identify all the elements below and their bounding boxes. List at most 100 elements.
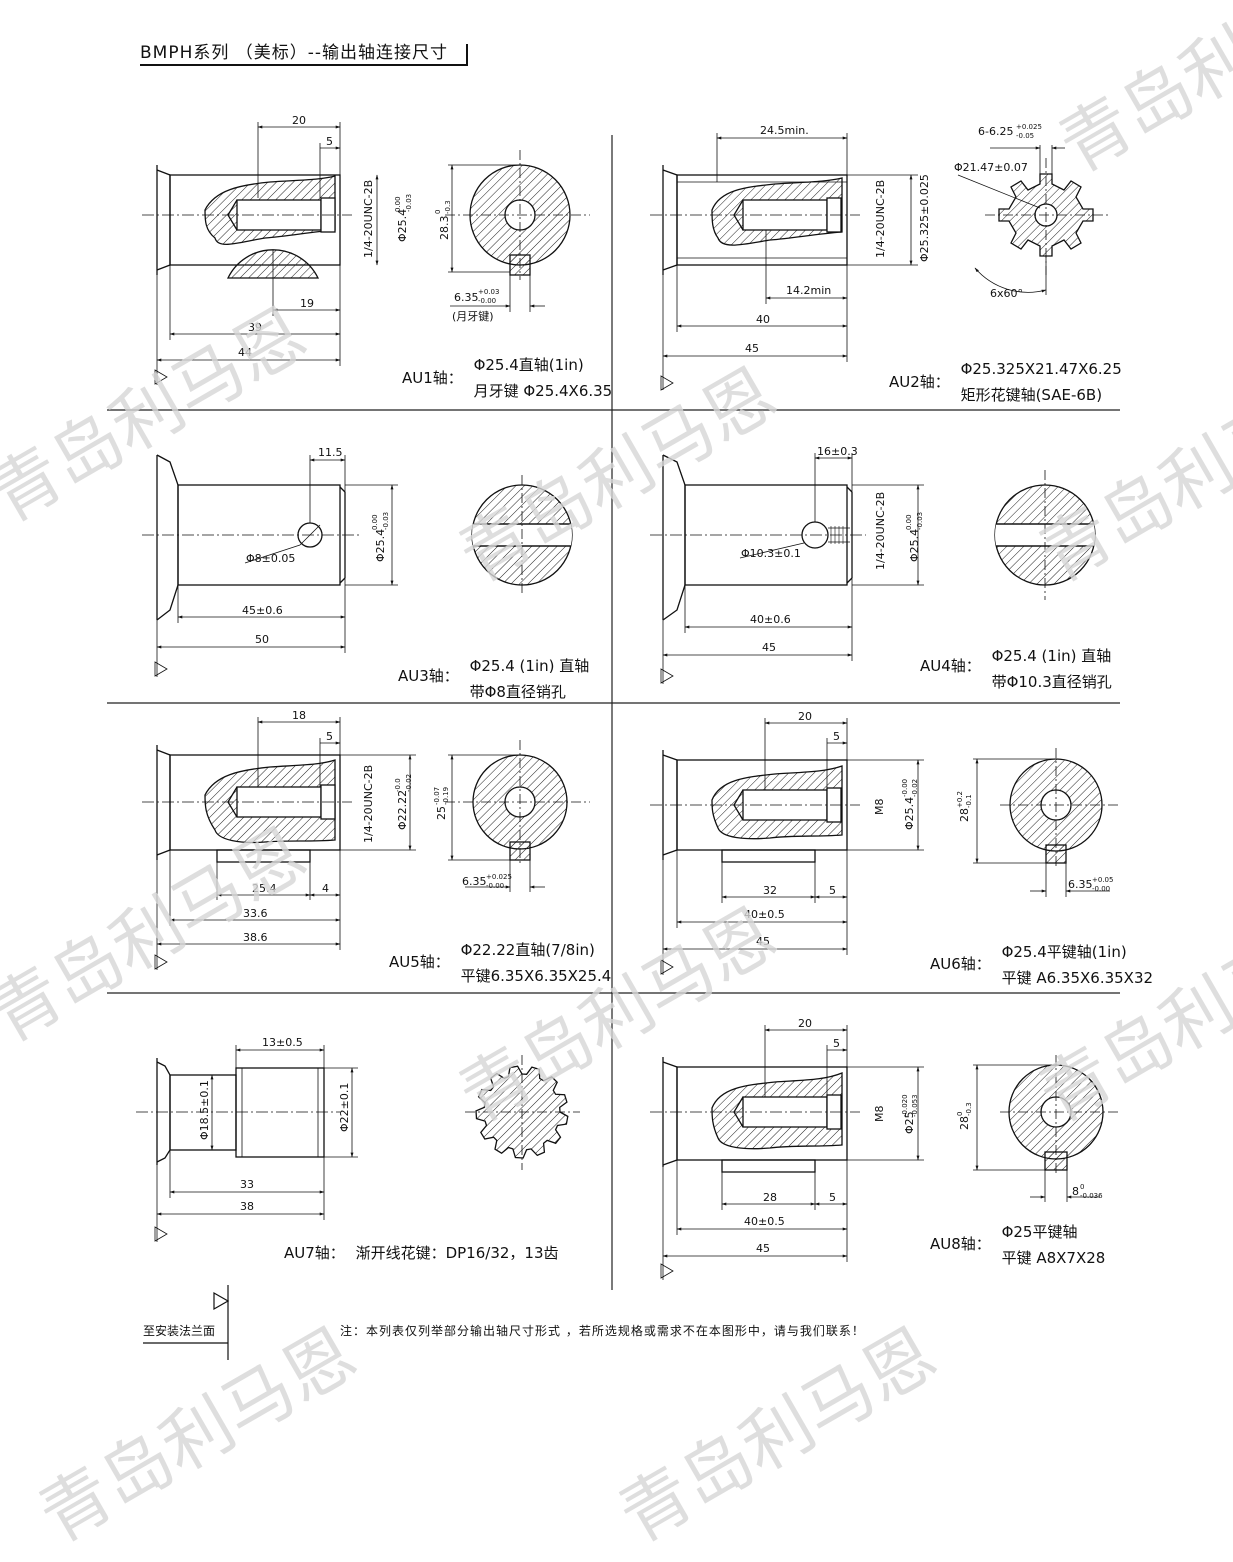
au7-name: AU7轴： bbox=[284, 1244, 345, 1262]
au7-dims bbox=[154, 1045, 358, 1242]
au2-spline-tol-lower: -0.05 bbox=[1016, 132, 1034, 140]
au4-dim-45: 45 bbox=[762, 641, 776, 654]
au6-drawing bbox=[650, 750, 860, 863]
au3-dia-tol-upper: 0.00 bbox=[371, 514, 379, 530]
au1-dim-44: 44 bbox=[238, 346, 252, 359]
au3-name: AU3轴： bbox=[398, 667, 459, 685]
au6-h: 28 bbox=[958, 808, 971, 822]
au7-d185: Φ18.5±0.1 bbox=[198, 1080, 211, 1140]
au7-dim-38: 38 bbox=[240, 1200, 254, 1213]
au8-dims bbox=[660, 1025, 924, 1280]
au1-dia: Φ25.4 bbox=[396, 209, 409, 242]
au2-angle: 6x60° bbox=[990, 287, 1023, 300]
au5-dim-254: 25.4 bbox=[252, 882, 277, 895]
au5-name: AU5轴： bbox=[389, 953, 450, 971]
au7-dim-33: 33 bbox=[240, 1178, 254, 1191]
au7-dim-13: 13±0.5 bbox=[262, 1036, 303, 1049]
au6-section bbox=[973, 748, 1120, 897]
au8-h: 28 bbox=[958, 1116, 971, 1130]
au1-dim-19: 19 bbox=[300, 297, 314, 310]
mount-datum-symbol bbox=[143, 1285, 230, 1360]
au2-drawing bbox=[650, 165, 860, 275]
au1-dim-20: 20 bbox=[292, 114, 306, 127]
au5-h-tol-lower: -0.19 bbox=[442, 787, 450, 805]
au8-key-tol-upper: 0 bbox=[1080, 1183, 1084, 1191]
au3-caption: AU3轴： Φ25.4 (1in) 直轴带Φ8直径销孔 bbox=[398, 653, 589, 705]
au6-dia-tol-lower: -0.02 bbox=[911, 779, 919, 797]
au1-name: AU1轴： bbox=[402, 369, 463, 387]
au8-h-tol-lower: -0.3 bbox=[965, 1102, 973, 1116]
au6-m: M8 bbox=[873, 799, 886, 816]
au6-line2: 平键 A6.35X6.35X32 bbox=[1001, 969, 1154, 987]
au5-key: 6.35 bbox=[462, 875, 487, 888]
au4-dia-tol-upper: 0.00 bbox=[905, 514, 913, 530]
au2-dims bbox=[660, 133, 918, 391]
au4-line2: 带Φ10.3直径销孔 bbox=[991, 673, 1112, 691]
au4-name: AU4轴： bbox=[920, 657, 981, 675]
au8-caption: AU8轴： Φ25平键轴平键 A8X7X28 bbox=[930, 1219, 1105, 1271]
au5-h-tol-upper: -0.07 bbox=[433, 787, 441, 805]
au5-dim-5: 5 bbox=[326, 730, 333, 743]
au6-dim-5: 5 bbox=[833, 730, 840, 743]
au3-dia-tol-lower: -0.03 bbox=[382, 512, 390, 530]
au5-key-tol-lower: -0.00 bbox=[486, 882, 504, 890]
au1-dim-39: 39 bbox=[248, 321, 262, 334]
au8-m: M8 bbox=[873, 1106, 886, 1123]
au5-dims bbox=[154, 717, 416, 970]
au6-name: AU6轴： bbox=[930, 955, 991, 973]
au1-dim-5: 5 bbox=[326, 135, 333, 148]
au8-h-tol-upper: 0 bbox=[956, 1112, 964, 1116]
au2-name: AU2轴： bbox=[889, 373, 950, 391]
au2-line1: Φ25.325X21.47X6.25 bbox=[960, 360, 1122, 378]
au4-drawing bbox=[650, 454, 866, 621]
au3-line1: Φ25.4 (1in) 直轴 bbox=[469, 657, 590, 675]
au6-dia-tol-upper: -0.00 bbox=[901, 779, 909, 797]
au5-line1: Φ22.22直轴(7/8in) bbox=[460, 941, 595, 959]
au8-dim-20: 20 bbox=[798, 1017, 812, 1030]
au3-dim-115: 11.5 bbox=[318, 446, 343, 459]
au8-dim-28: 28 bbox=[763, 1191, 777, 1204]
au2-dim-45: 45 bbox=[745, 342, 759, 355]
au6-dim-32: 32 bbox=[763, 884, 777, 897]
au8-key: 8 bbox=[1072, 1185, 1079, 1198]
au8-dim-40: 40±0.5 bbox=[744, 1215, 785, 1228]
au5-drawing bbox=[142, 745, 352, 863]
au1-dia-tol-lower: -0.03 bbox=[405, 194, 413, 212]
au6-dim-45: 45 bbox=[756, 935, 770, 948]
au4-pin: Φ10.3±0.1 bbox=[741, 547, 801, 560]
au2-dia: Φ25.325±0.025 bbox=[918, 174, 931, 262]
au8-dia-tol-lower: -0.053 bbox=[911, 1094, 919, 1117]
au5-dim-386: 38.6 bbox=[243, 931, 268, 944]
au8-dia-tol-upper: -0.020 bbox=[901, 1094, 909, 1117]
au5-section bbox=[445, 740, 590, 892]
au7-line1: 渐开线花键：DP16/32，13齿 bbox=[355, 1244, 559, 1262]
au3-dim-45: 45±0.6 bbox=[242, 604, 283, 617]
au1-thread: 1/4-20UNC-2B bbox=[362, 180, 375, 258]
au3-dim-50: 50 bbox=[255, 633, 269, 646]
au6-h-tol-upper: +0.2 bbox=[956, 791, 964, 808]
au8-section bbox=[973, 1055, 1120, 1202]
au5-dim-4: 4 bbox=[322, 882, 329, 895]
au6-h-tol-lower: -0.1 bbox=[965, 794, 973, 808]
au2-spline-tol-upper: +0.025 bbox=[1016, 123, 1042, 131]
au7-drawing bbox=[136, 1058, 340, 1165]
au2-dim-142: 14.2min bbox=[786, 284, 831, 297]
au4-section bbox=[994, 470, 1096, 600]
au8-drawing bbox=[650, 1057, 860, 1173]
au2-thread: 1/4-20UNC-2B bbox=[874, 180, 887, 258]
au4-dia: Φ25.4 bbox=[908, 529, 921, 562]
au5-caption: AU5轴： Φ22.22直轴(7/8in)平键6.35X6.35X25.4 bbox=[389, 937, 611, 989]
au6-dim-20: 20 bbox=[798, 710, 812, 723]
au6-key: 6.35 bbox=[1068, 878, 1093, 891]
au4-dim-16: 16±0.3 bbox=[817, 445, 858, 458]
au2-spline-width: 6-6.25 bbox=[978, 125, 1013, 138]
au3-section bbox=[471, 475, 573, 595]
title-underline bbox=[140, 64, 468, 66]
au7-section bbox=[465, 1055, 580, 1170]
au3-drawing bbox=[142, 454, 360, 621]
au4-dims bbox=[660, 453, 924, 684]
au1-line1: Φ25.4直轴(1in) bbox=[473, 356, 584, 374]
au8-dim-5b: 5 bbox=[829, 1191, 836, 1204]
au8-line1: Φ25平键轴 bbox=[1001, 1223, 1078, 1241]
